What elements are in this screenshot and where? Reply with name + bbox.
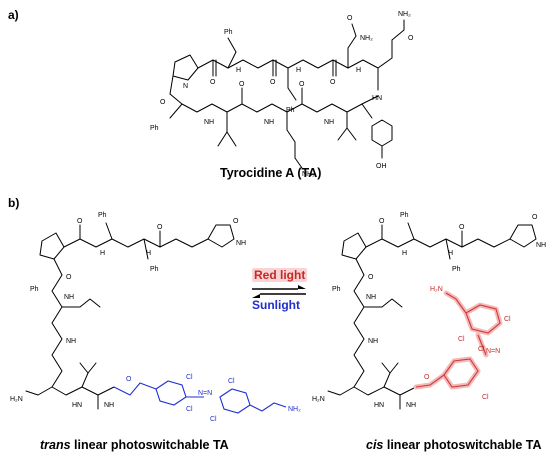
atom-ph-rv: Ph: [332, 286, 341, 293]
atom-ph-l1: Ph: [98, 212, 107, 219]
atom-cl-r4: Cl: [482, 394, 489, 401]
atom-ph-3: Ph: [150, 125, 159, 132]
atom-o-gln: O: [408, 35, 414, 42]
atom-nh-b1: NH: [204, 119, 214, 126]
atom-ph-v: Ph: [30, 286, 39, 293]
caption-cis: cis linear photoswitchable TA: [366, 438, 542, 452]
atom-nh-rv1: NH: [366, 294, 376, 301]
atom-ph-1: Ph: [224, 29, 233, 36]
atom-cl-b2: Cl: [186, 406, 193, 413]
atom-nn-blue: N=N: [198, 390, 212, 397]
atom-o-succ2: O: [532, 214, 538, 221]
atom-o-asn: O: [347, 15, 353, 22]
atom-o-blue: O: [126, 376, 132, 383]
atom-nh-3: H: [356, 67, 361, 74]
atom-o-left: O: [160, 99, 166, 106]
atom-n-proline: N: [183, 83, 188, 90]
atom-o-l2: O: [157, 224, 163, 231]
atom-nh2-gln: NH₂: [398, 11, 411, 18]
atom-nh-1: H: [236, 67, 241, 74]
atom-ph-l2: Ph: [150, 266, 159, 273]
sunlight-label: Sunlight: [252, 298, 300, 312]
panel-a-label: a): [8, 8, 19, 22]
caption-cis-em: cis: [366, 438, 384, 452]
equilibrium-arrows: [252, 285, 306, 298]
atom-o-red: O: [424, 374, 430, 381]
atom-cl-b1: Cl: [186, 374, 193, 381]
atom-cl-r1: Cl: [504, 316, 511, 323]
atom-ph-r2: Ph: [452, 266, 461, 273]
atom-oh-tyr: OH: [376, 163, 387, 170]
atom-o-b2: O: [299, 81, 305, 88]
atom-nh-rb: NH: [406, 402, 416, 409]
atom-nh-2: H: [296, 67, 301, 74]
caption-trans-em: trans: [40, 438, 71, 452]
atom-hn-lb: HN: [72, 402, 82, 409]
atom-ph-r1: Ph: [400, 212, 409, 219]
atom-cl-r3: Cl: [478, 346, 485, 353]
atom-hn-rb: HN: [374, 402, 384, 409]
atom-h2n-r: H₂N: [312, 396, 325, 403]
atom-cl-r2: Cl: [458, 336, 465, 343]
atom-h2n-l: H₂N: [10, 396, 23, 403]
atom-nh2-asn: NH₂: [360, 35, 373, 42]
atom-o-r2: O: [459, 224, 465, 231]
atom-o-l1: O: [77, 218, 83, 225]
atom-h-l1: H: [100, 250, 105, 257]
atom-nh-v1: NH: [64, 294, 74, 301]
atom-nh-b2: NH: [264, 119, 274, 126]
caption-trans-rest: linear photoswitchable TA: [70, 438, 229, 452]
atom-hn-turn: HN: [372, 95, 382, 102]
atom-nh-rv2: NH: [368, 338, 378, 345]
panel-b-label: b): [8, 196, 20, 210]
atom-o-b1: O: [239, 81, 245, 88]
atom-o-succ1: O: [233, 218, 239, 225]
atom-o-1: O: [210, 79, 216, 86]
atom-h-r1: H: [402, 250, 407, 257]
caption-trans: trans linear photoswitchable TA: [40, 438, 229, 452]
linear-ta-structures: H H O O Ph Ph O NH O NH NH Ph H₂N HN NH: [10, 212, 546, 423]
caption-tyrocidine-a: Tyrocidine A (TA): [220, 166, 322, 180]
atom-cl-b4: Cl: [210, 416, 217, 423]
atom-nh2-blue: NH₂: [288, 406, 301, 413]
atom-nh-b3: NH: [324, 119, 334, 126]
atom-o-3: O: [330, 79, 336, 86]
red-light-label: Red light: [252, 268, 308, 282]
atom-nh2-orn: NH₂: [302, 171, 315, 178]
atom-nh-succ2: NH: [536, 242, 546, 249]
atom-h-r2: H: [448, 250, 453, 257]
caption-cis-rest: linear photoswitchable TA: [383, 438, 542, 452]
atom-nn-red: N=N: [486, 348, 500, 355]
tyrocidine-a-structure: N O O O H H H Ph Ph O NH₂ NH₂ O: [150, 11, 414, 178]
atom-nh-succ: NH: [236, 240, 246, 247]
atom-o-r1: O: [379, 218, 385, 225]
atom-cl-b3: Cl: [228, 378, 235, 385]
atom-nh-v2: NH: [66, 338, 76, 345]
atom-o-2: O: [270, 79, 276, 86]
atom-h-l2: H: [146, 250, 151, 257]
atom-o-rv1: O: [368, 274, 374, 281]
atom-nh-lb: NH: [104, 402, 114, 409]
atom-h2n-red: H₂N: [430, 286, 443, 293]
atom-o-v1: O: [66, 274, 72, 281]
